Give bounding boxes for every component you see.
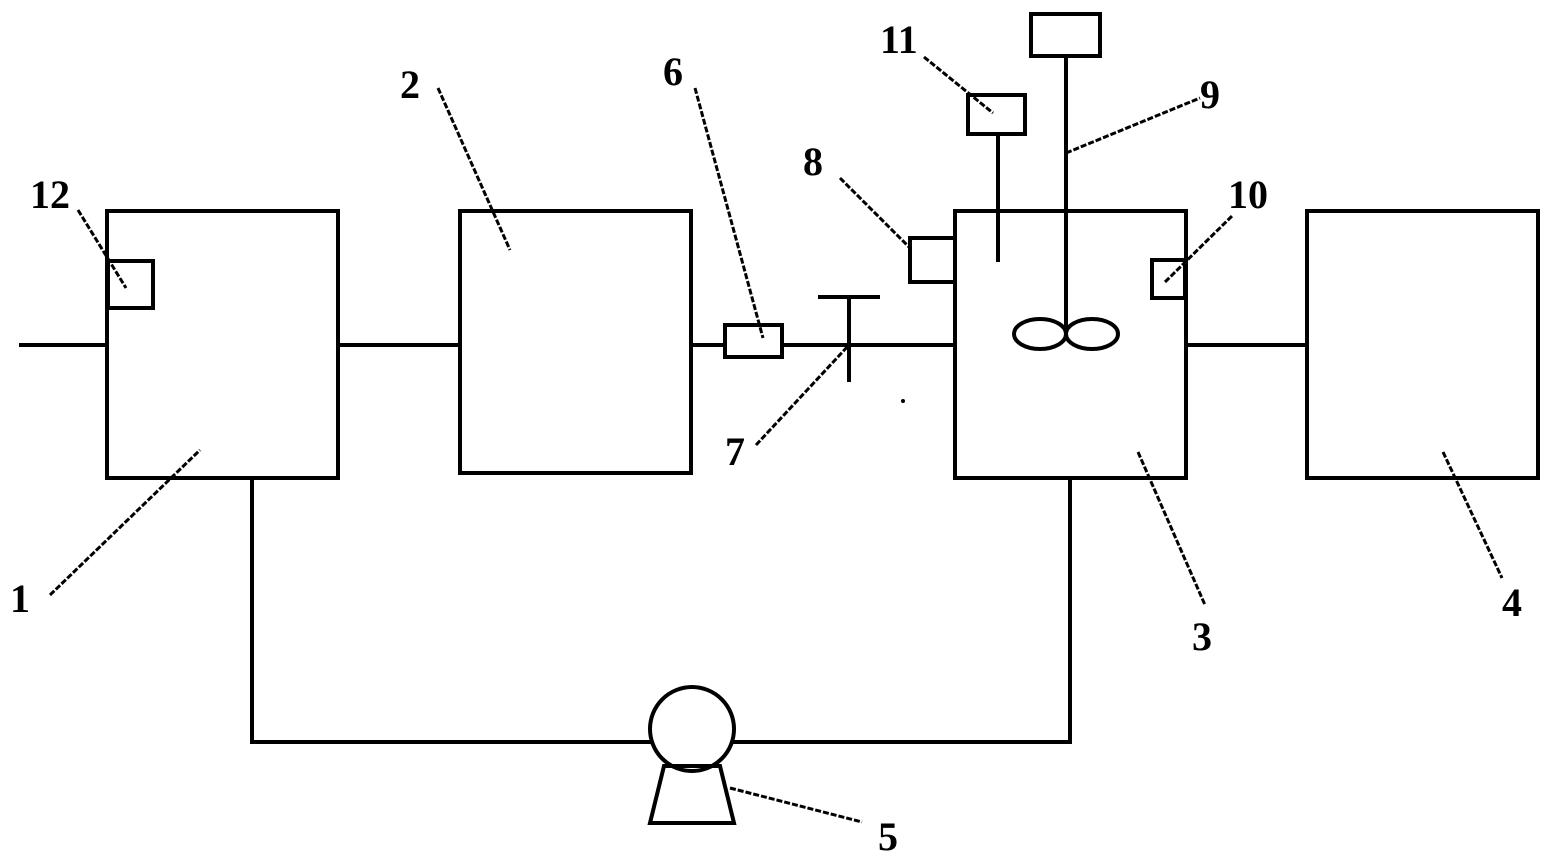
component-2-box: [458, 209, 693, 475]
leader-3: [1136, 451, 1207, 606]
label-2: 2: [400, 62, 420, 107]
component-10-box: [1150, 258, 1187, 300]
label-10: 10: [1228, 172, 1268, 217]
label-12: 12: [30, 172, 70, 217]
leader-12: [76, 209, 128, 289]
component-8-box: [908, 236, 957, 284]
leader-11: [923, 55, 994, 115]
label-9: 9: [1200, 72, 1220, 117]
component-4-box: [1305, 209, 1540, 480]
leader-7: [754, 343, 851, 447]
leader-10: [1163, 214, 1234, 284]
stray-dot: [901, 399, 905, 403]
leader-9: [1065, 96, 1201, 155]
return-pipe-right: [732, 476, 1072, 744]
leader-2: [436, 87, 512, 251]
label-11: 11: [880, 17, 918, 62]
component-6-box: [723, 323, 784, 359]
label-8: 8: [803, 139, 823, 184]
label-6: 6: [663, 49, 683, 94]
label-5: 5: [878, 814, 898, 859]
label-7: 7: [725, 429, 745, 474]
component-1-box: [105, 209, 340, 480]
label-1: 1: [10, 576, 30, 621]
leader-4: [1441, 451, 1504, 579]
leader-1: [48, 448, 202, 597]
component-5-pump: [648, 685, 736, 773]
impeller-blade-right: [1064, 317, 1120, 351]
component-5-pump-base: [647, 764, 737, 825]
component-12-box: [106, 259, 155, 310]
label-3: 3: [1192, 614, 1212, 659]
impeller-blade-left: [1012, 317, 1068, 351]
label-4: 4: [1502, 580, 1522, 625]
leader-8: [838, 176, 912, 250]
leader-6: [693, 87, 765, 339]
component-9-motor-box: [1029, 12, 1102, 58]
leader-5: [729, 786, 863, 824]
return-pipe-left: [250, 476, 652, 744]
